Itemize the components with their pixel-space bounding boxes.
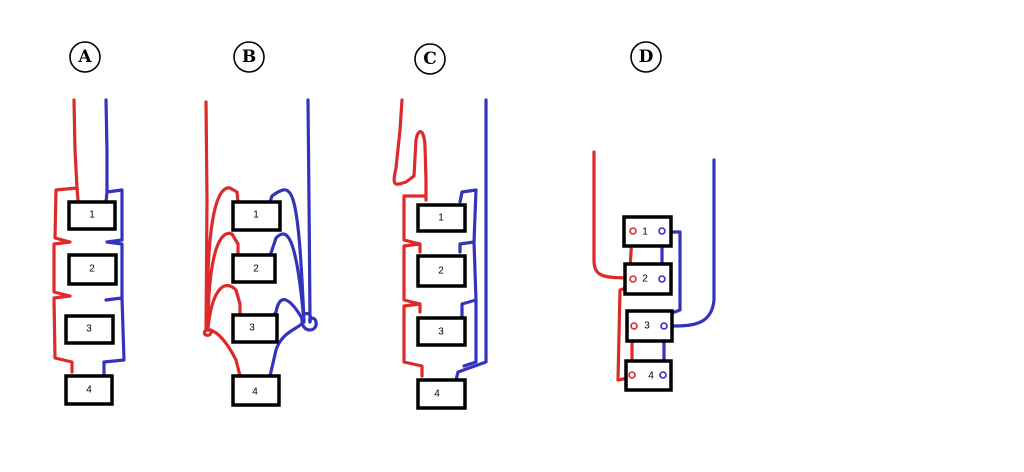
diagram-a-title-circle — [69, 41, 101, 73]
diagram-d-battery-3-label: 3 — [644, 321, 650, 332]
diagram-b-battery-1 — [231, 200, 282, 232]
diagram-a-negative-wire — [102, 98, 126, 376]
diagram-b-title: B — [242, 47, 256, 67]
diagram-c-battery-3-label: 3 — [438, 327, 444, 338]
diagram-d-title: D — [639, 47, 654, 67]
diagram-d-battery-3-positive-terminal — [630, 322, 638, 330]
diagram-d-battery-4-positive-terminal — [628, 371, 636, 379]
diagram-c-positive-wire — [392, 98, 428, 378]
diagram-a-battery-4 — [64, 374, 114, 406]
diagram-c-battery-4-label: 4 — [434, 389, 440, 400]
diagram-b-battery-4-label: 4 — [252, 387, 258, 398]
diagram-a-battery-3 — [64, 314, 115, 345]
diagram-d-battery-4-label: 4 — [648, 371, 654, 382]
diagram-a-battery-2-label: 2 — [89, 264, 95, 275]
diagram-b-battery-3 — [231, 313, 279, 344]
diagram-a-battery-1-label: 1 — [89, 210, 95, 221]
diagram-c-battery-2 — [416, 254, 467, 288]
diagram-d-positive-wire — [592, 150, 634, 382]
diagram-d: D 1 2 3 4 — [592, 41, 716, 392]
diagram-a-battery-1 — [67, 200, 117, 231]
diagram-d-battery-4-negative-terminal — [659, 371, 667, 379]
diagram-c-battery-3 — [416, 316, 467, 347]
diagram-c-battery-1 — [416, 203, 467, 233]
diagram-d-battery-2-label: 2 — [642, 274, 648, 285]
diagram-b-battery-1-label: 1 — [253, 210, 259, 221]
diagram-d-negative-wire — [660, 158, 716, 376]
diagram-a-battery-2 — [67, 253, 118, 286]
diagram-c-title: C — [423, 49, 437, 69]
diagram-b-battery-2-label: 2 — [253, 264, 259, 275]
diagram-c-negative-wire — [454, 98, 488, 382]
diagram-a: A 1 2 3 4 — [52, 41, 126, 406]
diagram-b-title-circle — [233, 41, 265, 73]
diagram-b-battery-2 — [231, 253, 277, 284]
diagram-b-battery-3-label: 3 — [249, 323, 255, 334]
diagram-a-battery-4-label: 4 — [86, 385, 92, 396]
diagram-c-battery-2-label: 2 — [438, 266, 444, 277]
diagram-a-title: A — [77, 47, 92, 67]
diagram-a-battery-3-label: 3 — [86, 324, 92, 335]
diagram-d-battery-2-positive-terminal — [629, 275, 637, 283]
diagram-b-positive-wire — [202, 100, 242, 378]
diagram-d-battery-2-negative-terminal — [658, 275, 666, 283]
diagram-c: C 1 2 3 4 — [392, 43, 488, 410]
diagram-b: B 1 2 3 4 — [202, 41, 318, 407]
diagram-d-battery-3-negative-terminal — [660, 322, 668, 330]
diagram-b-battery-4 — [231, 374, 281, 407]
diagram-c-battery-4 — [416, 378, 467, 410]
diagram-c-battery-1-label: 1 — [438, 213, 444, 224]
diagram-c-title-circle — [414, 43, 446, 75]
diagram-d-battery-1-negative-terminal — [658, 227, 666, 235]
diagram-a-positive-wire — [52, 98, 80, 374]
diagram-b-negative-wire — [268, 98, 318, 378]
diagram-d-battery-1-label: 1 — [642, 227, 648, 238]
diagram-d-battery-1-positive-terminal — [629, 227, 637, 235]
diagram-d-title-circle — [630, 41, 662, 73]
